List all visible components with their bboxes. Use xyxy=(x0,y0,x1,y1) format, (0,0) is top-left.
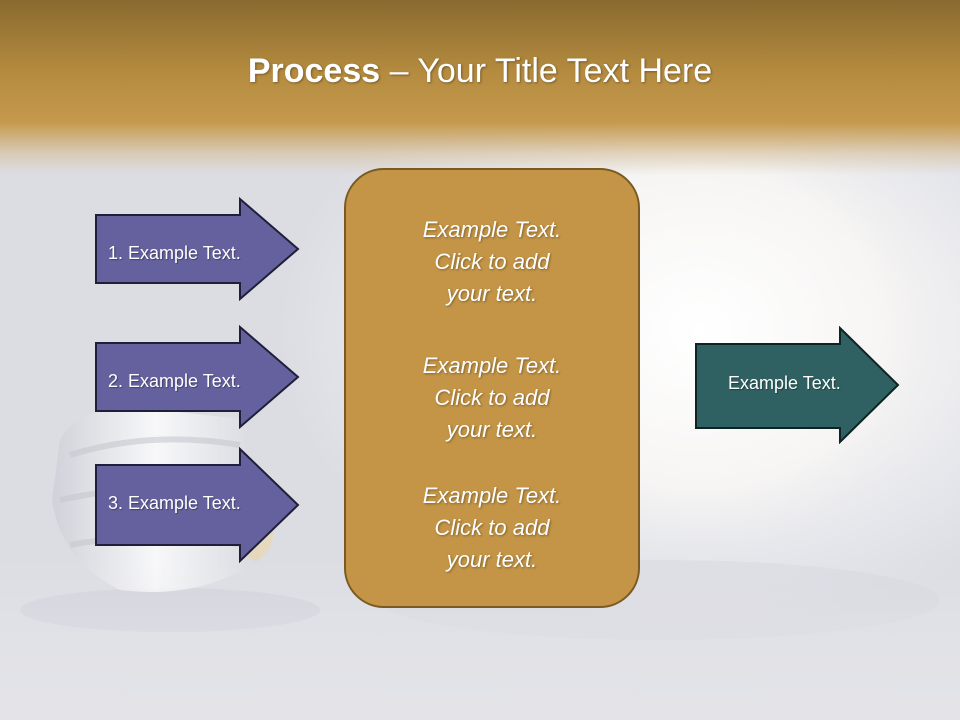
center-text-2-line-2: Click to add xyxy=(434,385,550,410)
arrow-right-shape xyxy=(695,326,900,444)
title-rest-part: – Your Title Text Here xyxy=(380,52,713,90)
center-text-2-line-3: your text. xyxy=(446,417,538,442)
title-bar xyxy=(0,0,960,175)
left-arrow-3[interactable]: 3. Example Text. xyxy=(94,447,300,563)
center-text-3-line-2: Click to add xyxy=(434,515,550,540)
center-text-1-line-1: Example Text. xyxy=(422,217,562,242)
center-text-block-3[interactable]: Example Text. Click to add your text. xyxy=(346,480,638,576)
right-arrow-label: Example Text. xyxy=(728,373,841,393)
center-text-2-line-1: Example Text. xyxy=(422,353,562,378)
center-text-1-line-2: Click to add xyxy=(434,249,550,274)
center-text-1-line-3: your text. xyxy=(446,281,538,306)
title-bold-part: Process xyxy=(247,52,381,90)
center-text-block-1[interactable]: Example Text. Click to add your text. xyxy=(346,214,638,310)
right-arrow[interactable]: Example Text. xyxy=(694,326,900,444)
arrow-right-shape xyxy=(95,197,300,301)
center-content-box[interactable]: Example Text. Click to add your text. Ex… xyxy=(344,168,640,608)
center-text-3-line-3: your text. xyxy=(446,547,538,572)
left-arrow-3-label: 3. Example Text. xyxy=(108,493,241,513)
arrow-right-shape xyxy=(95,447,300,563)
center-text-block-2[interactable]: Example Text. Click to add your text. xyxy=(346,350,638,446)
left-arrow-1-label: 1. Example Text. xyxy=(108,243,241,263)
left-arrow-2-label: 2. Example Text. xyxy=(108,371,241,391)
left-arrow-2[interactable]: 2. Example Text. xyxy=(94,325,300,429)
slide-title: Process – Your Title Text Here xyxy=(0,52,960,91)
center-text-3-line-1: Example Text. xyxy=(422,483,562,508)
arrow-right-shape xyxy=(95,325,300,429)
left-arrow-1[interactable]: 1. Example Text. xyxy=(94,197,300,301)
